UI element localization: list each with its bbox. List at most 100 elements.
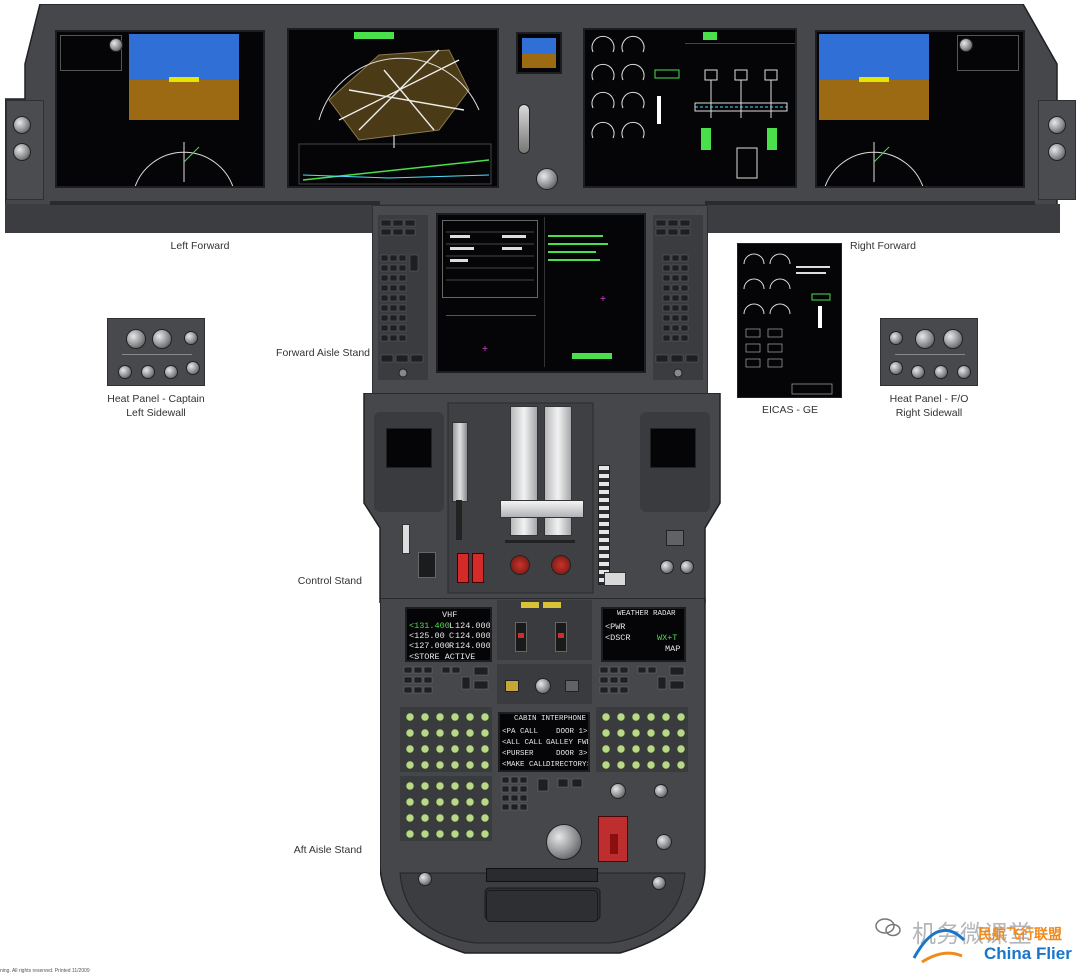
label-aft-aisle-stand: Aft Aisle Stand xyxy=(293,844,362,856)
handset-knob[interactable] xyxy=(654,784,668,798)
watermark-brand-cn: 民航飞行联盟 xyxy=(978,927,1062,943)
label-forward-aisle-stand: Forward Aisle Stand xyxy=(276,347,370,359)
vhf-row1-left: <131.400 xyxy=(409,621,450,631)
cabin-row4-right: DIRECTORY> xyxy=(546,761,590,769)
airport-map-drawing xyxy=(298,49,492,185)
wechat-icon xyxy=(875,918,901,937)
speed-brake-lever[interactable] xyxy=(452,422,468,502)
cabin-row3-right: DOOR 3> xyxy=(556,750,588,758)
left-stand-display xyxy=(386,428,432,468)
left-bezel-knob[interactable] xyxy=(13,143,31,161)
fo-heat-knob-1[interactable] xyxy=(889,331,903,345)
fo-speaker-knob[interactable] xyxy=(656,834,672,850)
fuel-control-switch-left[interactable] xyxy=(457,553,469,583)
captain-speaker-knob[interactable] xyxy=(418,872,432,886)
aft-stand-switch-row[interactable] xyxy=(486,868,598,882)
rudder-trim-knob[interactable] xyxy=(546,824,582,860)
fo-heat-knob-4[interactable] xyxy=(889,361,903,375)
observer-speaker-knob[interactable] xyxy=(652,876,666,890)
pfd-attitude-ground xyxy=(129,80,239,120)
vhf-row2-left: <125.00 xyxy=(409,631,445,641)
flap-lever[interactable] xyxy=(604,572,626,586)
engine-fire-handle-right[interactable] xyxy=(555,622,567,652)
aft-stand-grip xyxy=(486,890,598,922)
captain-pfd-display xyxy=(55,30,265,188)
captain-heat-knob-5[interactable] xyxy=(141,365,155,379)
landing-gear-lever[interactable] xyxy=(518,104,530,154)
cabin-row2-right: GALLEY FWD> xyxy=(546,739,588,747)
alternate-flaps-knob-2[interactable] xyxy=(680,560,694,574)
label-heat-panel-fo-2: Right Sidewall xyxy=(895,407,963,419)
cabin-row4-left: <MAKE CALL xyxy=(502,761,548,769)
vhf-row1-right: 124.000> xyxy=(455,621,492,631)
lower-center-mfd: + + xyxy=(436,213,646,373)
center-standby-panel xyxy=(508,28,578,198)
captain-heat-knob-2[interactable] xyxy=(152,329,172,349)
cabin-title: CABIN INTERPHONE xyxy=(514,715,587,723)
fo-audio-lamps[interactable] xyxy=(596,707,688,772)
stab-trim-switch[interactable] xyxy=(418,552,436,578)
right-stand-display xyxy=(650,428,696,468)
heat-panel-fo xyxy=(880,318,978,386)
cabin-row1-right: DOOR 1> xyxy=(556,728,588,736)
transponder-button-left[interactable] xyxy=(505,680,519,692)
label-control-stand: Control Stand xyxy=(297,575,362,587)
watermark-brand-en: China Flier xyxy=(984,944,1072,963)
fuel-cutoff-knob-left[interactable] xyxy=(510,555,530,575)
speed-brake-track xyxy=(456,500,462,540)
captain-heat-knob-3[interactable] xyxy=(184,331,198,345)
observer-audio-lamps[interactable] xyxy=(400,776,492,841)
left-cdu-keypad[interactable] xyxy=(378,215,428,380)
captain-heat-knob-6[interactable] xyxy=(164,365,178,379)
captain-audio-lamps[interactable] xyxy=(400,707,492,772)
wx-keypad[interactable] xyxy=(598,665,688,705)
fo-heat-knob-6[interactable] xyxy=(934,365,948,379)
alternate-flaps-knob-1[interactable] xyxy=(660,560,674,574)
eicas-ge-display xyxy=(737,243,842,398)
heat-panel-captain xyxy=(107,318,205,386)
fuel-cutoff-knob-right[interactable] xyxy=(551,555,571,575)
label-heat-panel-captain-1: Heat Panel - Captain xyxy=(107,393,205,405)
captain-heat-knob-1[interactable] xyxy=(126,329,146,349)
label-heat-panel-fo-1: Heat Panel - F/O xyxy=(889,393,969,405)
stab-trim-lever[interactable] xyxy=(402,524,410,554)
vhf-row3-right: 124.000> xyxy=(455,641,492,651)
vhf-radio-display: VHF <131.400 L 124.000> <125.00 C 124.00… xyxy=(405,607,492,662)
pfd-compass-rose xyxy=(134,142,234,186)
flap-lever-track xyxy=(598,465,610,585)
watermark-logo: 机务微课堂 民航飞行联盟 China Flier xyxy=(868,912,1078,974)
captain-heat-knob-4[interactable] xyxy=(118,365,132,379)
standby-attitude-indicator xyxy=(516,32,562,74)
left-brightness-knob[interactable] xyxy=(13,116,31,134)
transponder-button-right[interactable] xyxy=(565,680,579,692)
right-cdu-keypad[interactable] xyxy=(653,215,703,380)
cabin-row2-left: <ALL CALL xyxy=(502,739,543,747)
fo-heat-knob-3[interactable] xyxy=(943,329,963,349)
wx-title: WEATHER RADAR xyxy=(617,610,676,618)
evac-command-switch[interactable] xyxy=(610,834,618,854)
right-bezel-knob[interactable] xyxy=(1048,143,1066,161)
eicas-display xyxy=(583,28,797,188)
engine-fire-handle-left[interactable] xyxy=(515,622,527,652)
autobrake-selector[interactable] xyxy=(536,168,558,190)
cabin-interphone-display: CABIN INTERPHONE <PA CALL DOOR 1> <ALL C… xyxy=(498,712,590,772)
fo-heat-knob-2[interactable] xyxy=(915,329,935,349)
fo-heat-knob-5[interactable] xyxy=(911,365,925,379)
fo-pfd-display xyxy=(815,30,1025,188)
china-flier-logo-icon xyxy=(912,928,966,964)
transponder-knob[interactable] xyxy=(535,678,551,694)
cabin-row3-left: <PURSER xyxy=(502,750,534,758)
label-left-forward: Left Forward xyxy=(170,240,230,252)
fuel-control-switch-right[interactable] xyxy=(472,553,484,583)
cabin-keypad[interactable] xyxy=(498,775,590,815)
alternate-flaps-button[interactable] xyxy=(666,530,684,546)
weather-radar-display: WEATHER RADAR <PWR <DSCR WX+T MAP xyxy=(601,607,686,662)
captain-heat-knob-7[interactable] xyxy=(186,361,200,375)
fo-attitude-sky xyxy=(819,34,929,80)
fo-audio-knob[interactable] xyxy=(610,783,626,799)
vhf-keypad[interactable] xyxy=(402,665,492,705)
fo-heat-knob-7[interactable] xyxy=(957,365,971,379)
eicas-synoptic xyxy=(694,69,788,179)
vhf-footer: <STORE ACTIVE xyxy=(409,652,476,662)
right-brightness-knob[interactable] xyxy=(1048,116,1066,134)
